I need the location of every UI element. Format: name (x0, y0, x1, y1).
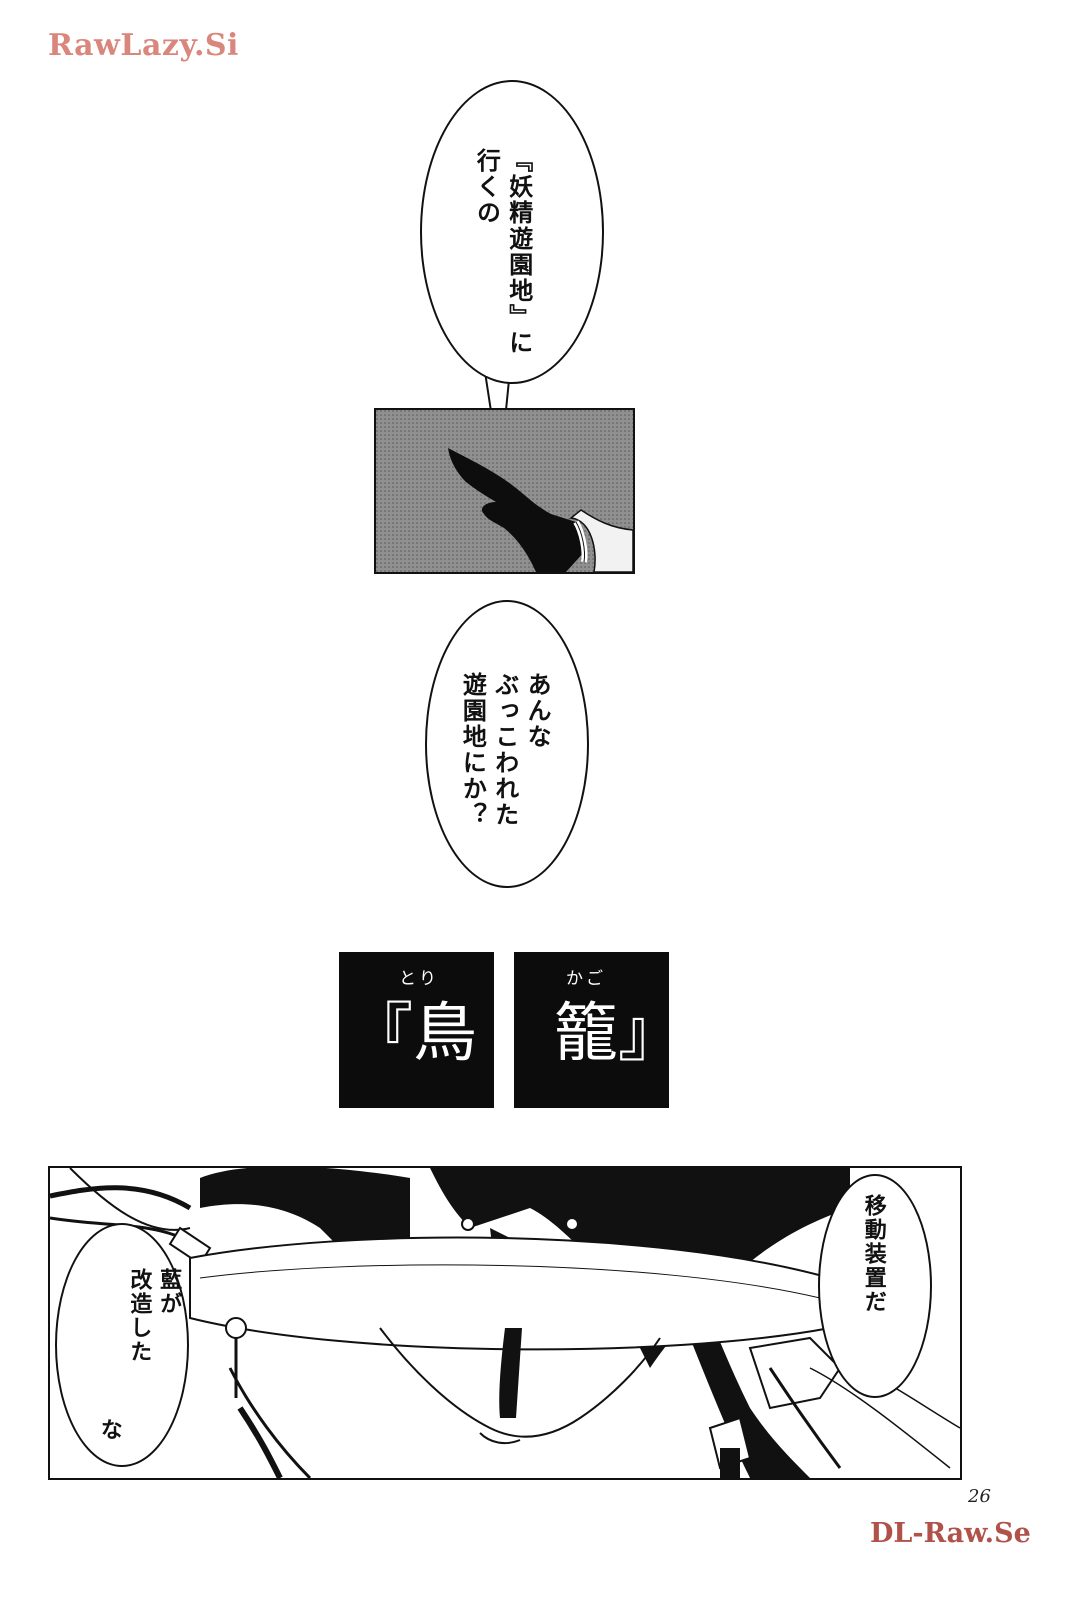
title-furigana-right: かご (566, 969, 606, 989)
bubble-2-line-1: あんな (523, 672, 552, 750)
bubble-2-line-2: ぶっこわれた (490, 672, 519, 828)
pointing-hand-illustration (376, 410, 633, 572)
title-box-right: かご 籠』 (514, 952, 682, 1108)
title-furigana-left: とり (399, 969, 439, 989)
bubble-3-line-1: 移動装置だ (860, 1194, 886, 1314)
bubble-4-line-3: な (96, 1418, 122, 1442)
speech-bubble-3 (818, 1174, 932, 1398)
bubble-4-line-1: 藍が (156, 1268, 182, 1316)
speech-bubble-4 (55, 1223, 189, 1467)
title-box-left: とり 『鳥 (339, 952, 494, 1108)
watermark-bottom: DL-Raw.Se (870, 1518, 1031, 1549)
watermark-top: RawLazy.Si (48, 28, 239, 63)
panel-pointing-hand (374, 408, 635, 574)
bubble-1-line-1: 『妖精遊園地』に (504, 148, 533, 356)
bubble-4-line-2: 改造した (126, 1268, 152, 1364)
character-illustration (50, 1168, 960, 1478)
bubble-1-line-2: 行くの (472, 148, 501, 226)
title-kanji-right: 籠』 (554, 997, 682, 1071)
title-kanji-left: 『鳥 (349, 997, 477, 1071)
bubble-2-line-3: 遊園地にか？ (458, 672, 487, 828)
page-number: 26 (968, 1486, 991, 1507)
panel-character-closeup: 藍が 改造した な 移動装置だ (48, 1166, 962, 1480)
